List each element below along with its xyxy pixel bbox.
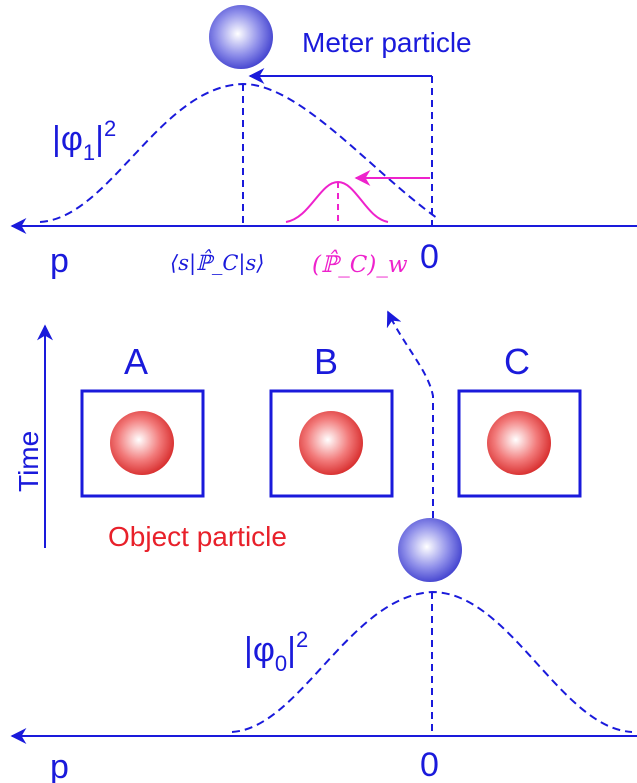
box-C-frame — [457, 389, 582, 498]
time-label: Time — [13, 431, 44, 492]
bottom-axis-p-label: p — [50, 748, 69, 783]
phi1-base: |φ — [52, 120, 83, 158]
expectation-value-label: ⟨s|ℙ̂_C|s⟩ — [170, 249, 264, 276]
object-particle-B — [299, 411, 363, 475]
phi1-label: |φ1|2 — [52, 116, 116, 165]
phi0-sup: 2 — [296, 627, 308, 652]
object-particle-C — [487, 411, 551, 475]
phi0-base: |φ — [244, 631, 275, 669]
object-particle-label: Object particle — [108, 521, 287, 552]
phi1-bar: | — [95, 120, 104, 158]
evolution-path — [386, 310, 434, 518]
weak-value-label: (ℙ̂_C)_w — [312, 249, 408, 278]
phi1-sup: 2 — [104, 116, 116, 141]
phi0-label: |φ0|2 — [244, 627, 308, 676]
top-axis-p-label: p — [50, 242, 69, 280]
meter-particle-top — [209, 5, 273, 69]
object-particle-A — [110, 411, 174, 475]
box-A-frame — [80, 389, 205, 498]
top-axis-zero-label: 0 — [420, 238, 439, 276]
phi1-sub: 1 — [83, 140, 95, 165]
box-A: A — [80, 341, 205, 498]
phi0-bar: | — [287, 631, 296, 669]
box-A-label: A — [124, 341, 148, 382]
phi0-sub: 0 — [275, 651, 287, 676]
bottom-axis-zero-label: 0 — [420, 746, 439, 783]
box-C-label: C — [504, 341, 530, 382]
meter-particle-bottom — [398, 518, 462, 582]
box-B-label: B — [314, 341, 338, 382]
meter-particle-label: Meter particle — [302, 27, 472, 58]
box-B-frame — [269, 389, 394, 498]
box-C: C — [457, 341, 582, 498]
box-B: B — [269, 341, 394, 498]
